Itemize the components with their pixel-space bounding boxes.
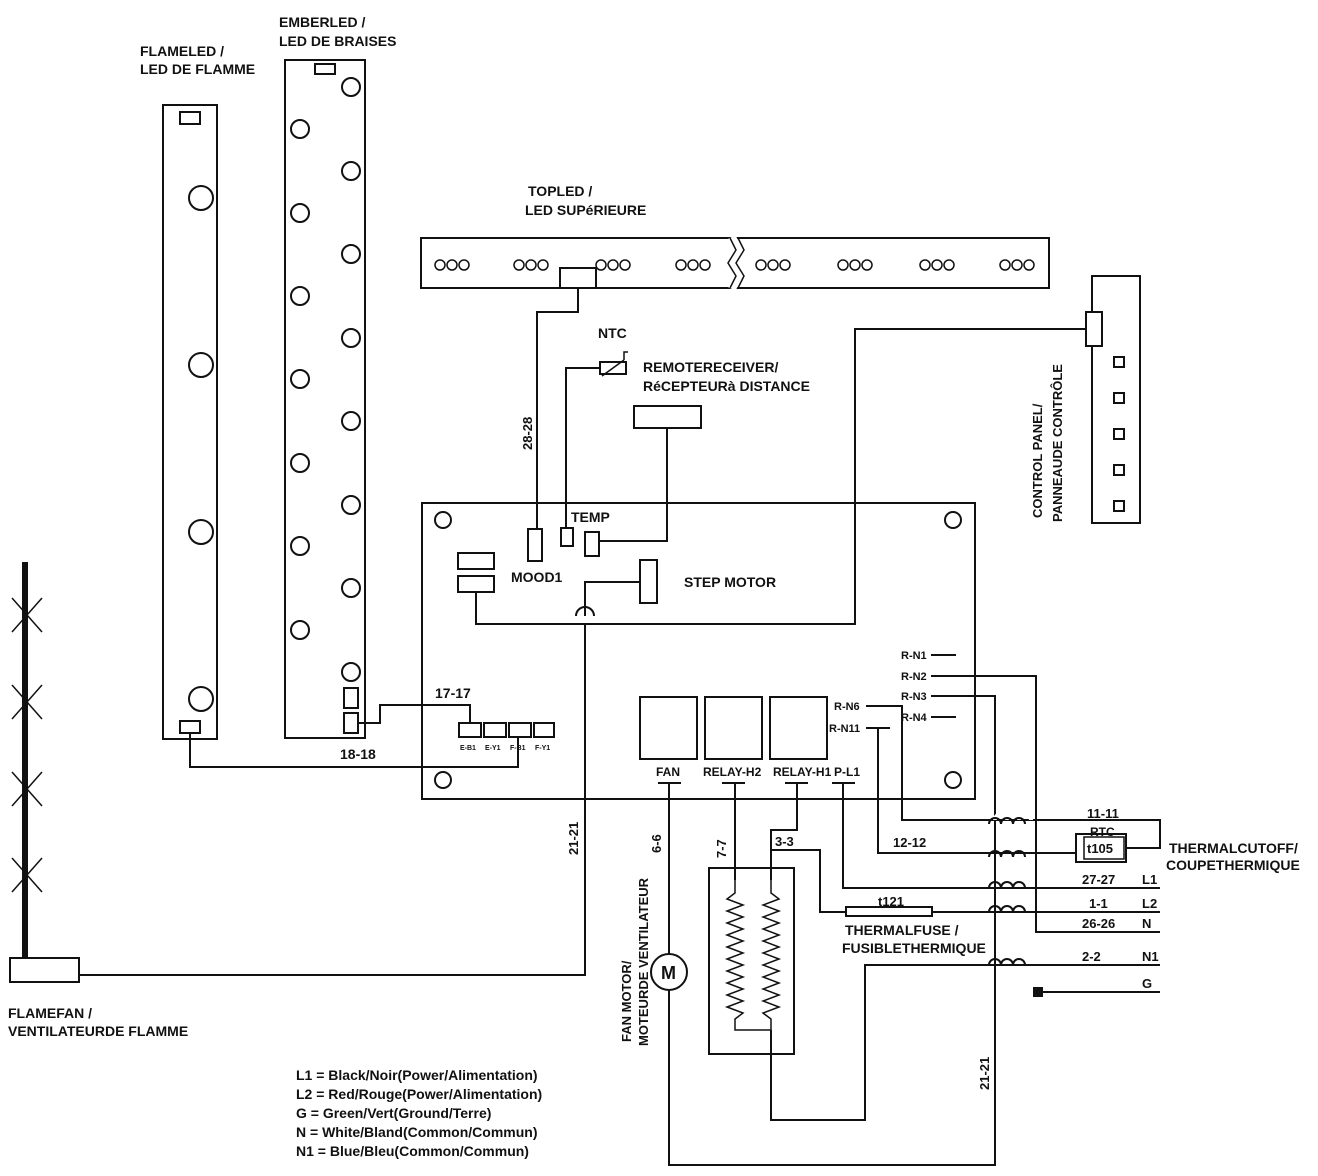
line-label-l1: L1 xyxy=(1142,872,1157,887)
ember-led-label-1: EMBERLED / xyxy=(279,14,365,30)
wire-bumps xyxy=(988,817,1026,966)
fan-motor-label-1: FAN MOTOR/ xyxy=(619,960,634,1042)
wire-label-18: 18-18 xyxy=(340,746,376,762)
mood-label: MOOD1 xyxy=(511,569,563,585)
relay-label-h2: RELAY-H2 xyxy=(703,765,762,779)
flame-fan xyxy=(9,562,80,983)
wiring xyxy=(79,288,1161,1166)
wire-label-27: 27-27 xyxy=(1082,872,1115,887)
thermal-fuse-label-2: FUSIBLETHERMIQUE xyxy=(842,940,986,956)
legend-line-l2: L2 = Red/Rouge(Power/Alimentation) xyxy=(296,1086,542,1102)
wire-label-2: 2-2 xyxy=(1082,949,1101,964)
step-motor-label: STEP MOTOR xyxy=(684,574,776,590)
wire-label-17: 17-17 xyxy=(435,685,471,701)
line-label-n: N xyxy=(1142,916,1151,931)
terminal-label-rn4: R-N4 xyxy=(901,712,928,724)
relay-label-pl1: P-L1 xyxy=(834,765,860,779)
wire-label-3: 3-3 xyxy=(775,834,794,849)
temp-label: TEMP xyxy=(571,509,610,525)
color-legend: L1 = Black/Noir(Power/Alimentation) L2 =… xyxy=(296,1067,542,1159)
top-led-strip xyxy=(420,235,1050,291)
flame-fan-label-2: VENTILATEURDE FLAMME xyxy=(8,1023,188,1039)
wire-label-11: 11-11 xyxy=(1087,806,1119,821)
flame-led-strip xyxy=(162,104,218,740)
wire-label-1: 1-1 xyxy=(1089,896,1108,911)
flame-led-label-1: FLAMELED / xyxy=(140,43,224,59)
flame-led-label-2: LED DE FLAMME xyxy=(140,61,255,77)
terminal-label-rn1: R-N1 xyxy=(901,650,927,662)
thermal-cutoff-rating-b: t105 xyxy=(1087,841,1113,856)
ntc-sensor xyxy=(599,351,628,377)
wire-label-28: 28-28 xyxy=(520,417,535,450)
relay-label-h1: RELAY-H1 xyxy=(773,765,832,779)
flame-fan-label-1: FLAMEFAN / xyxy=(8,1005,92,1021)
remote-receiver-label-2: RéCEPTEURà DISTANCE xyxy=(643,378,810,394)
legend-line-g: G = Green/Vert(Ground/Terre) xyxy=(296,1105,491,1121)
connector-label-eb1: E-B1 xyxy=(460,745,476,752)
heater-element xyxy=(708,867,795,1055)
terminal-label-rn2: R-N2 xyxy=(901,671,927,683)
wire-label-7: 7-7 xyxy=(714,839,729,858)
thermal-cutoff-label-2: COUPETHERMIQUE xyxy=(1166,857,1300,873)
connector-label-fy1: F-Y1 xyxy=(535,745,550,752)
relay-label-fan: FAN xyxy=(656,765,680,779)
wire-label-21b: 21-21 xyxy=(977,1057,992,1090)
terminal-label-rn11: R-N11 xyxy=(829,723,860,735)
legend-line-l1: L1 = Black/Noir(Power/Alimentation) xyxy=(296,1067,538,1083)
thermal-cutoff-rating-a: RTC xyxy=(1090,825,1115,839)
thermal-fuse-rating: t121 xyxy=(878,894,904,909)
terminal-label-rn6: R-N6 xyxy=(834,701,860,713)
thermal-fuse-label-1: THERMALFUSE / xyxy=(845,922,959,938)
ntc-label: NTC xyxy=(598,325,627,341)
control-board xyxy=(421,502,976,800)
remote-receiver-label-1: REMOTERECEIVER/ xyxy=(643,359,778,375)
control-panel-label-1: CONTROL PANEL/ xyxy=(1030,403,1045,518)
ember-led-strip xyxy=(284,59,366,739)
legend-line-n1: N1 = Blue/Bleu(Common/Commun) xyxy=(296,1143,529,1159)
terminal-label-rn3: R-N3 xyxy=(901,691,927,703)
remote-receiver xyxy=(633,405,702,429)
top-led-label-2: LED SUPéRIEURE xyxy=(525,202,646,218)
thermal-cutoff-label-1: THERMALCUTOFF/ xyxy=(1169,840,1298,856)
wire-label-12: 12-12 xyxy=(893,835,926,850)
line-label-n1: N1 xyxy=(1142,949,1159,964)
legend-line-n: N = White/Bland(Common/Commun) xyxy=(296,1124,538,1140)
fan-motor-label-2: MOTEURDE VENTILATEUR xyxy=(636,877,651,1046)
fan-motor-symbol: M xyxy=(661,963,676,983)
wire-label-26: 26-26 xyxy=(1082,916,1115,931)
line-label-g: G xyxy=(1142,976,1152,991)
control-panel xyxy=(1085,275,1141,524)
wire-label-21a: 21-21 xyxy=(566,822,581,855)
ember-led-label-2: LED DE BRAISES xyxy=(279,33,396,49)
wire-label-6: 6-6 xyxy=(649,834,664,853)
control-panel-label-2: PANNEAUDE CONTRÔLE xyxy=(1050,364,1065,522)
top-led-label-1: TOPLED / xyxy=(528,183,592,199)
wire-crossovers xyxy=(993,812,1033,821)
connector-label-ey1: E-Y1 xyxy=(485,745,501,752)
line-label-l2: L2 xyxy=(1142,896,1157,911)
